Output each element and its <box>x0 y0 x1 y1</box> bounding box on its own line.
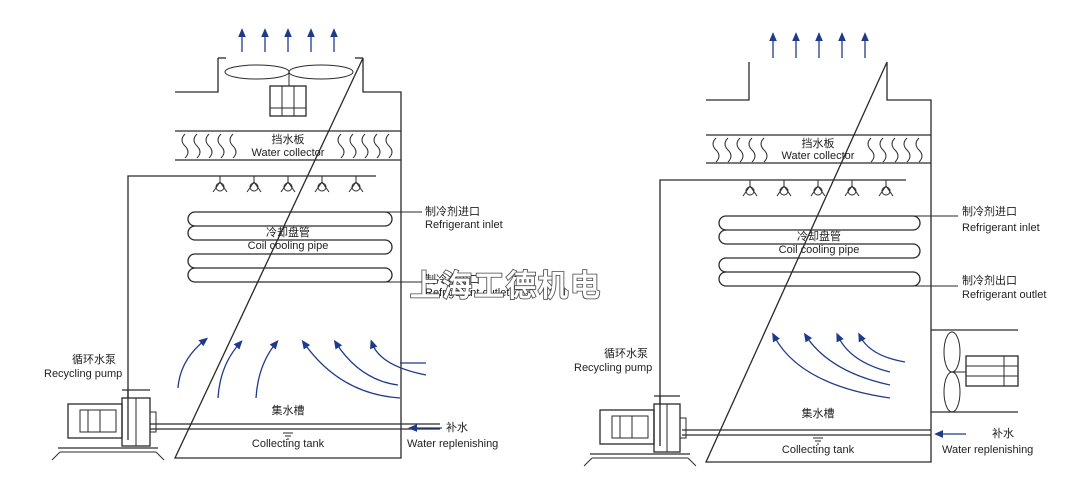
left-pump-en: Recycling pump <box>44 368 122 380</box>
right-refrigerant-inlet-cn: 制冷剂进口 <box>962 204 1017 218</box>
right-tank-en: Collecting tank <box>782 444 855 456</box>
right-refrigerant-outlet-cn: 制冷剂出口 <box>962 273 1017 287</box>
left-refrigerant-outlet-en: Refrigerant outlet <box>425 287 509 299</box>
right-coil-en: Coil cooling pipe <box>779 244 860 256</box>
left-coil-cn: 冷却盘管 <box>266 225 310 239</box>
right-exhaust-arrows <box>769 32 869 58</box>
right-collecting-tank: 集水槽 Collecting tank <box>682 406 931 456</box>
left-replenish-cn: 补水 <box>446 421 468 434</box>
left-airflow <box>177 337 427 399</box>
left-coil-en: Coil cooling pipe <box>248 240 329 252</box>
right-water-collector: 挡水板 Water collector <box>706 134 931 164</box>
right-coil: 冷却盘管 Coil cooling pipe <box>718 215 921 287</box>
right-tower-housing <box>704 61 932 463</box>
right-pump <box>583 395 697 467</box>
left-refrigerant-inlet-cn: 制冷剂进口 <box>425 204 480 218</box>
left-water-collector-en: Water collector <box>252 147 325 159</box>
left-coil: 冷却盘管 Coil cooling pipe <box>187 211 393 283</box>
right-side-fan <box>931 329 1019 413</box>
right-replenish-en: Water replenishing <box>942 444 1033 456</box>
right-pump-cn: 循环水泵 <box>604 347 648 360</box>
right-pump-en: Recycling pump <box>574 362 652 374</box>
left-refrigerant-inlet-en: Refrigerant inlet <box>425 219 503 231</box>
right-water-collector-en: Water collector <box>782 150 855 162</box>
left-tank-cn: 集水槽 <box>272 403 305 417</box>
right-replenish-cn: 补水 <box>992 427 1014 440</box>
left-tower-housing <box>173 57 402 459</box>
left-collecting-tank: 集水槽 Collecting tank <box>150 403 440 450</box>
left-exhaust-arrows <box>238 28 338 52</box>
left-tower: 挡水板 Water collector 冷却盘管 Coil cooling pi… <box>44 28 509 461</box>
left-fan <box>224 64 354 117</box>
left-replenish-en: Water replenishing <box>407 438 498 450</box>
left-pump <box>51 389 165 461</box>
left-spray-header <box>127 175 376 440</box>
right-refrigerant-outlet-en: Refrigerant outlet <box>962 289 1046 301</box>
watermark-logo: 上海工德机电 <box>410 269 602 304</box>
left-water-collector-cn: 挡水板 <box>272 132 305 146</box>
right-spray-header <box>659 179 906 446</box>
right-refrigerant-inlet-en: Refrigerant inlet <box>962 222 1040 234</box>
left-water-collector: 挡水板 Water collector <box>175 130 401 161</box>
right-water-collector-cn: 挡水板 <box>802 136 835 150</box>
right-tank-cn: 集水槽 <box>802 406 835 420</box>
left-refrigerant-outlet-cn: 制冷剂出口 <box>425 272 480 286</box>
right-coil-cn: 冷却盘管 <box>797 229 841 243</box>
left-tank-en: Collecting tank <box>252 438 325 450</box>
left-pump-cn: 循环水泵 <box>72 353 116 366</box>
right-airflow <box>772 332 906 399</box>
right-tower: 挡水板 Water collector 冷却盘管 Coil cooling pi… <box>574 32 1046 467</box>
